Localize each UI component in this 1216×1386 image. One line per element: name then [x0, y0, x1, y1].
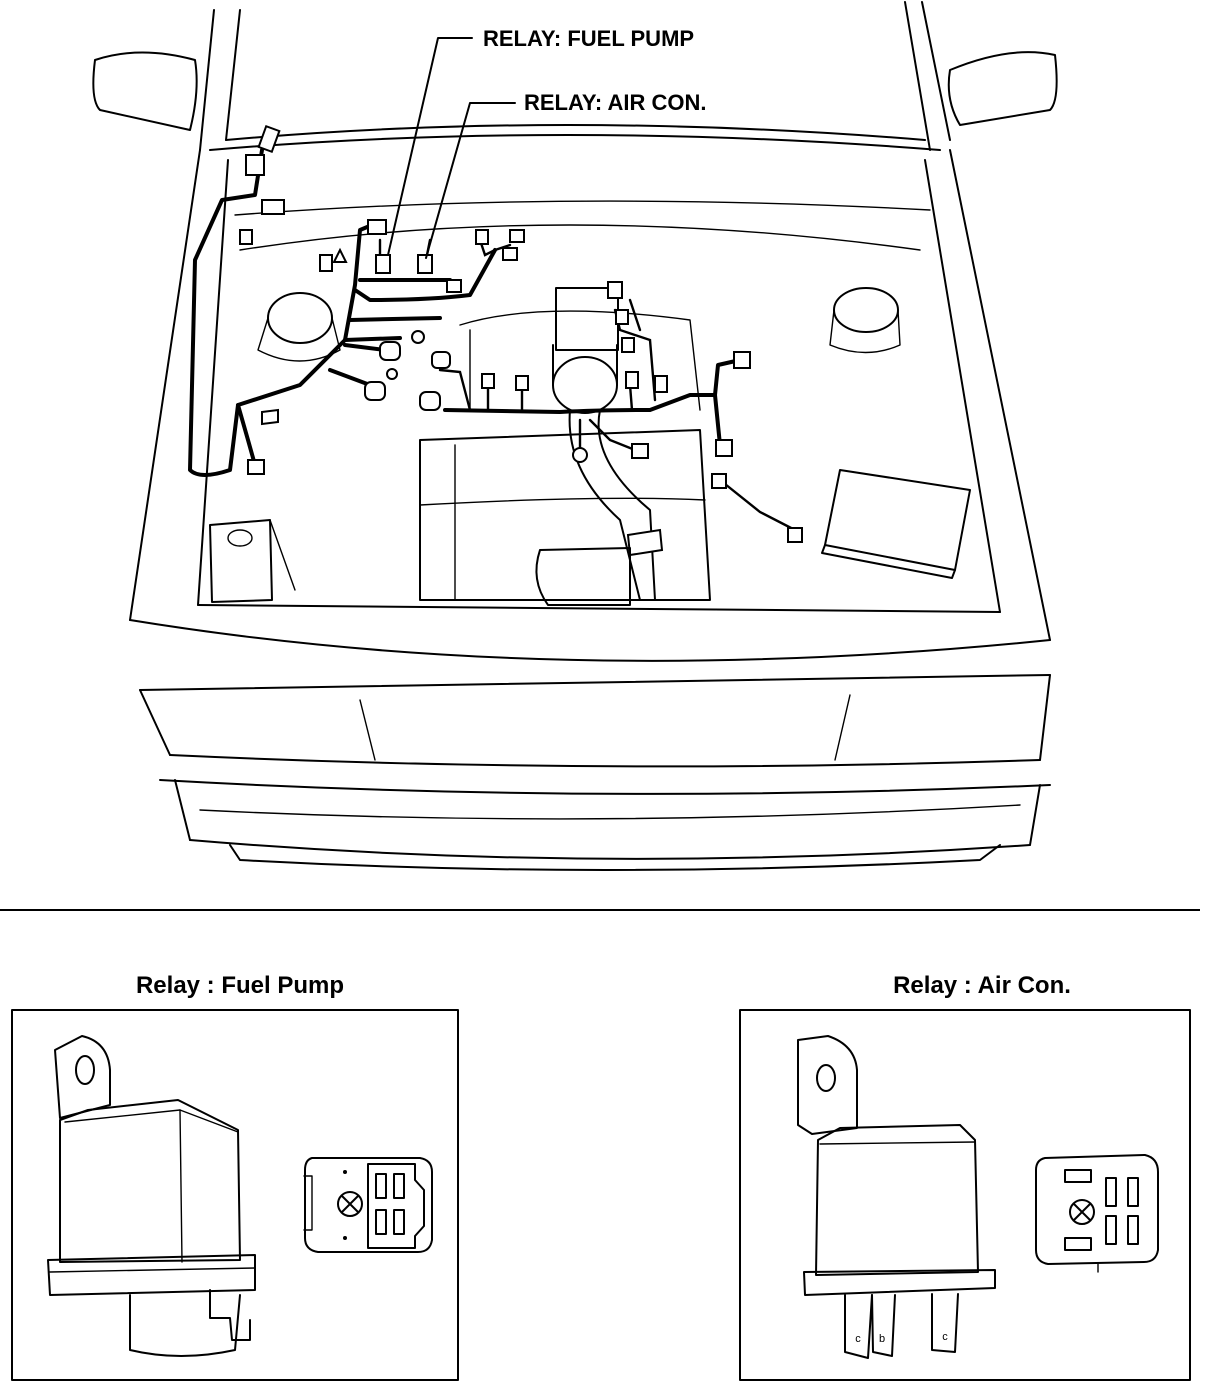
air-con-terminal-face [1035, 1154, 1159, 1273]
callout-air-con: RELAY: AIR CON. [425, 90, 707, 259]
panel-air-con: Relay : Air Con. c b c [739, 972, 1191, 1381]
fuel-pump-relay-illustration [47, 1035, 256, 1357]
wire-harness [188, 148, 797, 532]
car-body [92, 1, 1058, 871]
fuel-pump-terminal-face [303, 1157, 433, 1253]
terminal-mark-1: c [855, 1333, 861, 1345]
air-con-relay-illustration: c b c [797, 1035, 996, 1359]
callout-fuel-pump: RELAY: FUEL PUMP [387, 26, 694, 256]
callout-air-con-label: RELAY: AIR CON. [524, 90, 707, 115]
engine-block [419, 287, 971, 606]
harness-connectors [239, 124, 803, 543]
terminal-mark-2: b [879, 1333, 885, 1345]
terminal-mark-3: c [942, 1331, 948, 1343]
panel-fuel-pump: Relay : Fuel Pump [11, 972, 459, 1381]
callout-fuel-pump-label: RELAY: FUEL PUMP [483, 26, 694, 51]
panel-fuel-pump-title: Relay : Fuel Pump [136, 972, 344, 999]
panel-air-con-title: Relay : Air Con. [893, 972, 1071, 999]
